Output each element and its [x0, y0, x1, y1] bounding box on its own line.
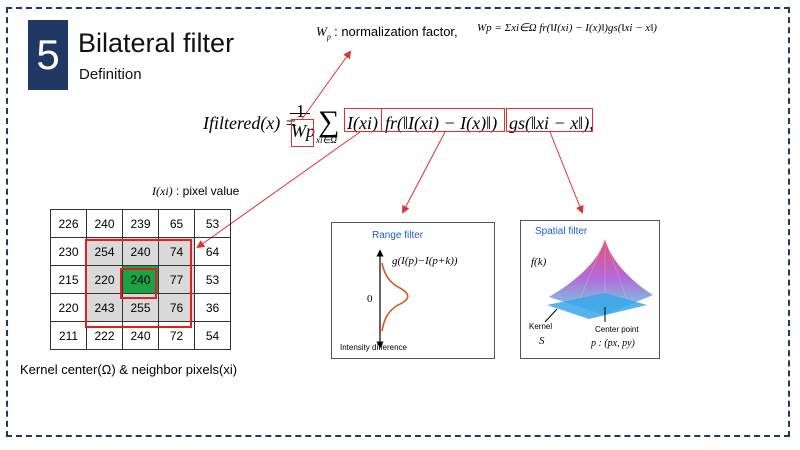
- fr-highlight: [381, 108, 505, 132]
- arrow-to-range: [402, 131, 446, 214]
- center-outline: [120, 268, 157, 299]
- range-graph: [376, 249, 409, 349]
- grid-cell: 215: [50, 265, 87, 294]
- slide-subtitle: Definition: [79, 66, 142, 83]
- wp-symbol: W: [316, 24, 327, 39]
- grid-cell: 240: [122, 321, 159, 350]
- grid-cell: 53: [194, 265, 231, 294]
- kernel-outline: [85, 239, 192, 328]
- normalization-label: Wp : normalization factor,: [316, 24, 458, 42]
- normalization-formula: Wp = Σxi∈Ω fr(‖I(xi) − I(x)‖)gs(‖xi − x‖…: [477, 22, 657, 34]
- normalization-text: : normalization factor,: [334, 24, 458, 39]
- formula-lhs: Ifiltered(x) =: [203, 113, 297, 133]
- grid-cell: 65: [158, 209, 195, 238]
- slide-number: 5: [28, 20, 68, 90]
- table-row: 226 240 239 65 53: [50, 209, 231, 238]
- arrow-to-normalization: [301, 50, 352, 120]
- range-filter-title: Range filter: [372, 230, 424, 241]
- wp-highlight: [291, 119, 314, 147]
- neighbor-cell: 74: [158, 237, 195, 266]
- formula-term-gs: gs(‖xi − x‖),: [509, 113, 594, 133]
- spatial-filter-title: Spatial filter: [535, 226, 588, 237]
- center-point-formula: p : (px, py): [591, 338, 635, 349]
- formula-term-i: I(xi): [347, 113, 378, 133]
- pixel-grid: 226 240 239 65 53 230 254 240 74 64 215 …: [50, 209, 231, 350]
- grid-cell: 226: [50, 209, 87, 238]
- formula-sum-sub: xi∈Ω: [316, 135, 337, 145]
- table-row: 230 254 240 74 64: [50, 237, 231, 266]
- gs-highlight: [506, 108, 593, 132]
- grid-cell: 53: [194, 209, 231, 238]
- grid-cell: 220: [50, 293, 87, 322]
- fraction-bar: [290, 113, 310, 114]
- grid-cell: 211: [50, 321, 87, 350]
- kernel-plane: [547, 293, 647, 319]
- range-filter-panel: Range filter g(I(p)−I(p+k)) 0 Intensity …: [331, 222, 495, 359]
- pixel-symbol: I(xi): [152, 184, 173, 198]
- formula-term-fr: fr(‖I(xi) − I(x)‖): [385, 113, 498, 133]
- formula-denominator: Wp: [291, 121, 315, 141]
- table-row: 211 222 240 72 54: [50, 321, 231, 350]
- grid-cell: 54: [194, 321, 231, 350]
- slide-title: Bilateral filter: [78, 28, 235, 58]
- grid-caption: Kernel center(Ω) & neighbor pixels(xi): [20, 362, 238, 377]
- range-curve: [381, 262, 409, 332]
- grid-cell: 64: [194, 237, 231, 266]
- pixel-text: : pixel value: [172, 184, 240, 198]
- spatial-function: f(k): [531, 256, 547, 268]
- spatial-filter-panel: Spatial filter f(k) Kernel S Center poin…: [520, 220, 660, 359]
- gaussian-surface: [549, 239, 653, 315]
- spatial-graph: [544, 238, 654, 323]
- neighbor-cell: 220: [86, 265, 123, 294]
- kernel-label: Kernel: [529, 322, 553, 331]
- grid-cell: 239: [122, 209, 159, 238]
- grid-cell: 240: [86, 209, 123, 238]
- grid-cell: 72: [158, 321, 195, 350]
- kernel-pointer: [544, 308, 558, 323]
- formula-numerator: 1: [296, 101, 305, 121]
- slide-frame: [6, 7, 790, 437]
- pixel-value-label: I(xi) : pixel value: [152, 184, 239, 199]
- grid-cell: 222: [86, 321, 123, 350]
- formula-sum: ∑: [318, 105, 340, 138]
- arrow-to-spatial: [549, 131, 584, 214]
- range-function: g(I(p)−I(p+k)): [392, 255, 458, 267]
- wp-subscript: p: [326, 32, 331, 42]
- kernel-symbol: S: [539, 335, 545, 347]
- range-axis-label: Intensity difference: [340, 343, 408, 352]
- center-point-label: Center point: [595, 325, 639, 334]
- grid-cell: 36: [194, 293, 231, 322]
- range-zero: 0: [367, 293, 373, 305]
- grid-cell: 230: [50, 237, 87, 266]
